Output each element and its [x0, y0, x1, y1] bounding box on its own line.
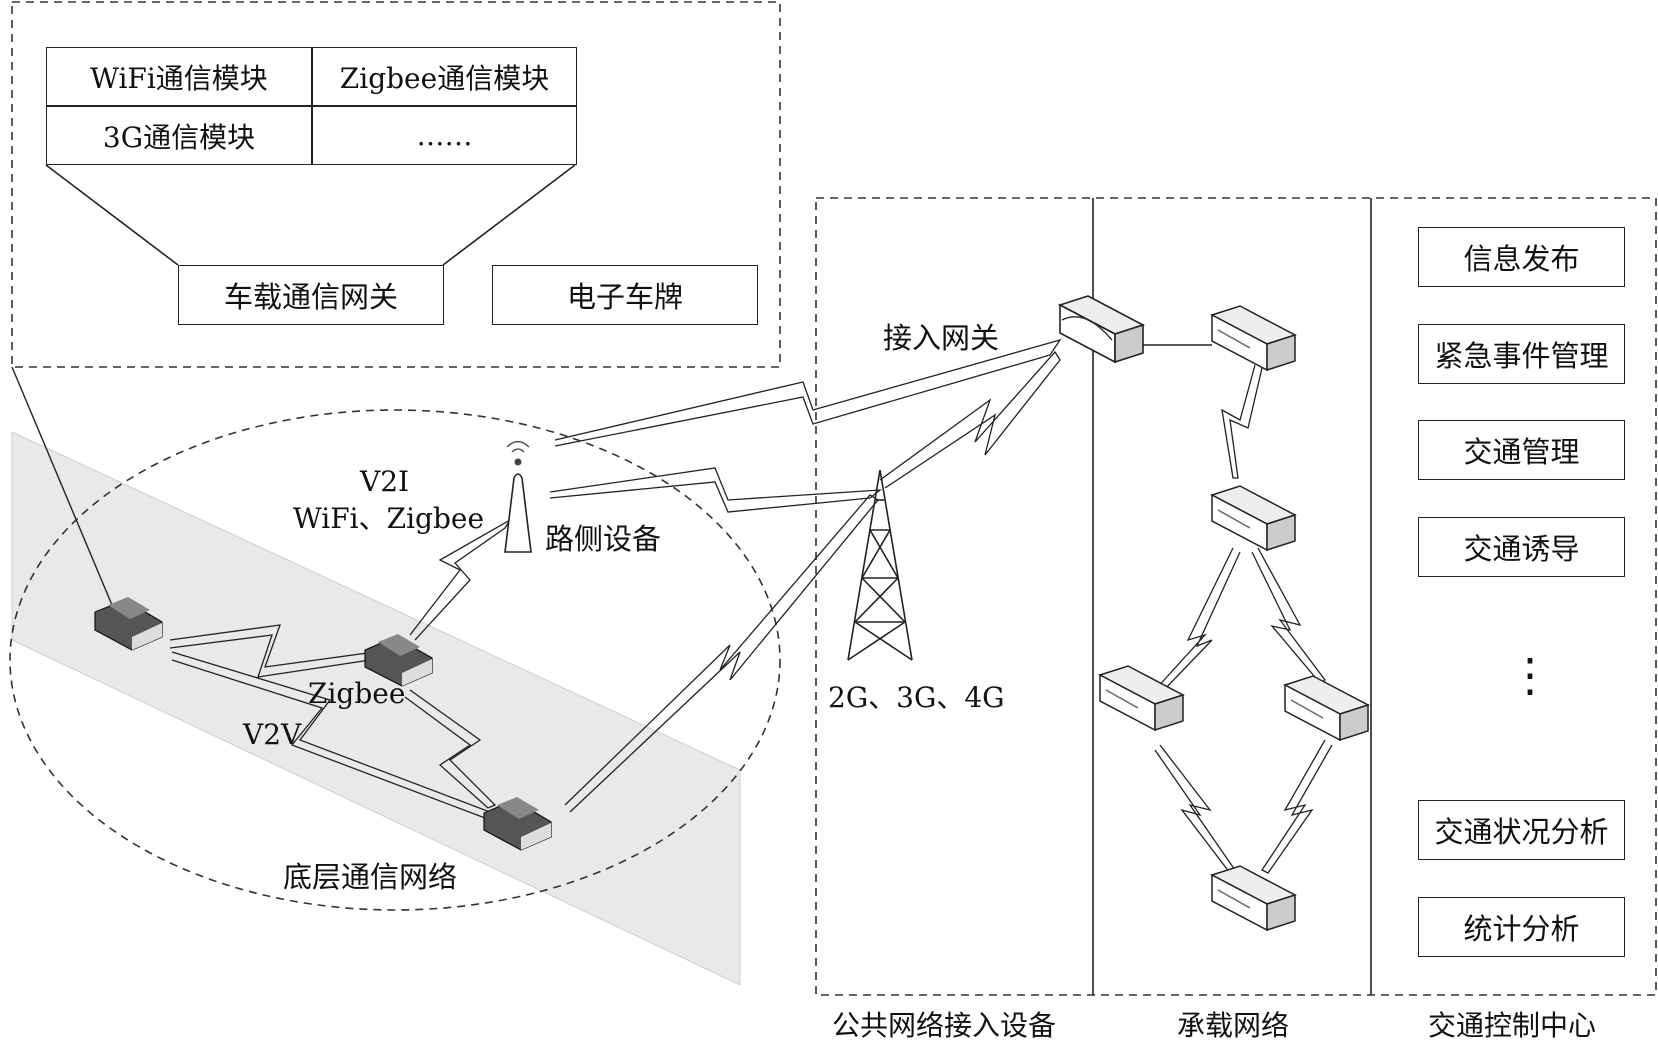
- column-label-bearer: 承载网络: [1177, 1009, 1290, 1042]
- router-icons: [1098, 305, 1370, 932]
- module-cell-zigbee: Zigbee通信模块: [339, 61, 550, 95]
- v2i-protocols-label: WiFi、Zigbee: [293, 502, 485, 535]
- module-cell-more: ……: [416, 119, 473, 152]
- router-5-icon: [1210, 865, 1297, 932]
- control-item-info-release: 信息发布: [1418, 227, 1625, 287]
- car-1-icon: [94, 597, 163, 651]
- router-2-icon: [1210, 485, 1297, 552]
- vehicle-gateway-box: 车载通信网关: [178, 265, 444, 325]
- module-cell-wifi: WiFi通信模块: [90, 61, 268, 95]
- control-ellipsis: ⋮: [1507, 648, 1553, 702]
- router-4-icon: [1283, 675, 1370, 742]
- funnel-line-right: [442, 164, 576, 266]
- access-gateway-device-icon: [1057, 295, 1146, 364]
- pointer-line: [11, 366, 113, 606]
- module-table: WiFi通信模块 Zigbee通信模块 3G通信模块 ……: [46, 47, 577, 165]
- link-bearer-3: [1251, 547, 1326, 684]
- control-item-traffic-mgmt: 交通管理: [1418, 420, 1625, 480]
- control-item-emergency: 紧急事件管理: [1418, 324, 1625, 384]
- cell-tower-icon: [847, 469, 913, 661]
- car-2-icon: [364, 634, 433, 687]
- electronic-plate-box: 电子车牌: [492, 265, 758, 325]
- router-1-icon: [1210, 305, 1297, 372]
- router-3-icon: [1098, 665, 1185, 732]
- module-cell-3g: 3G通信模块: [102, 120, 256, 154]
- link-car2-roadside: [409, 519, 511, 641]
- link-bearer-4: [1154, 744, 1236, 874]
- link-bearer-1: [1221, 364, 1263, 479]
- link-bearer-5: [1261, 739, 1333, 874]
- access-gateway-label: 接入网关: [883, 321, 1000, 355]
- v2i-label: V2I: [360, 465, 410, 498]
- column-label-public-access: 公共网络接入设备: [832, 1009, 1057, 1042]
- column-label-control: 交通控制中心: [1428, 1009, 1597, 1042]
- zigbee-label: Zigbee: [308, 677, 406, 710]
- control-item-guidance: 交通诱导: [1418, 517, 1625, 577]
- control-item-statistics: 统计分析: [1418, 897, 1625, 957]
- bottom-network-label: 底层通信网络: [283, 860, 458, 894]
- link-gateway-tower: [879, 350, 1061, 489]
- funnel-line-left: [45, 164, 179, 266]
- vehicle-modules-frame: [11, 1, 781, 368]
- bottom-network-ellipse: [9, 409, 781, 911]
- cellular-label: 2G、3G、4G: [828, 681, 1005, 714]
- link-bearer-2: [1153, 547, 1241, 693]
- roadside-label: 路侧设备: [545, 522, 662, 556]
- control-item-status-analysis: 交通状况分析: [1418, 800, 1625, 860]
- roadside-antenna-icon: [504, 440, 532, 553]
- link-tower-roadside: [549, 467, 883, 513]
- car-3-icon: [483, 797, 552, 851]
- v2v-label: V2V: [243, 718, 302, 751]
- link-gateway-roadside: [554, 338, 1062, 447]
- road-surface: [11, 431, 741, 986]
- infrastructure-frame: [815, 197, 1657, 996]
- link-car2-car3: [404, 689, 497, 809]
- link-tower-car3: [564, 494, 879, 813]
